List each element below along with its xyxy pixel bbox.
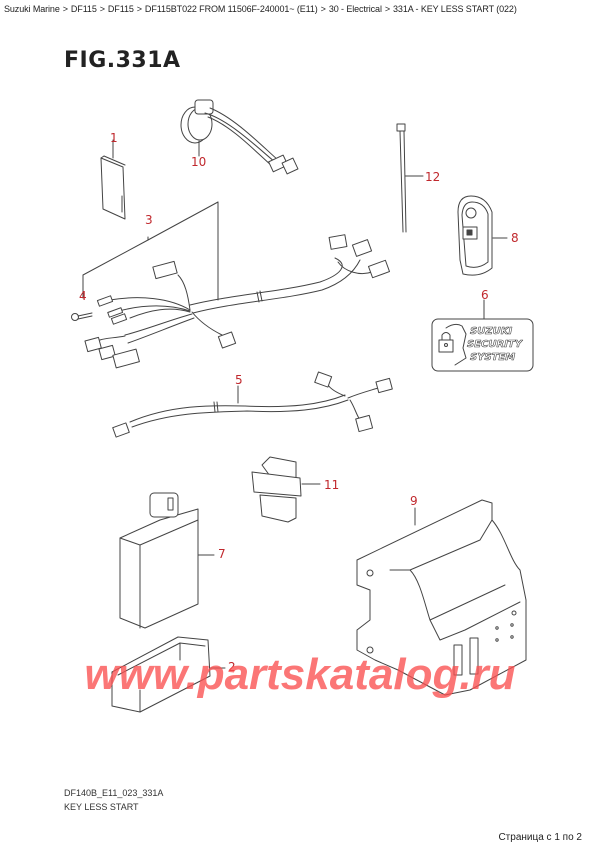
callout-9[interactable]: 9: [410, 494, 418, 508]
label-6-line-1: SUZUKI: [470, 326, 512, 337]
breadcrumb-separator: >: [320, 4, 326, 14]
callout-4[interactable]: 4: [79, 289, 87, 303]
part-2-holder[interactable]: [111, 636, 226, 713]
figure-code: DF140B_E11_023_331A: [64, 788, 164, 798]
breadcrumb-separator: >: [99, 4, 105, 14]
callout-6[interactable]: 6: [481, 288, 489, 302]
breadcrumb-item-df115-2[interactable]: DF115: [107, 4, 134, 14]
callout-11[interactable]: 11: [324, 478, 340, 492]
part-8-key-fob[interactable]: [457, 195, 508, 276]
part-9-bracket[interactable]: [356, 499, 527, 696]
part-10-sensor[interactable]: [180, 99, 299, 175]
breadcrumb-separator: >: [136, 4, 142, 14]
label-6-line-2: SECURITY: [467, 339, 524, 350]
part-1-card[interactable]: [100, 139, 126, 220]
breadcrumb-item-electrical[interactable]: 30 - Electrical: [328, 4, 382, 14]
callout-2[interactable]: 2: [228, 660, 236, 674]
breadcrumb-separator: >: [384, 4, 391, 14]
breadcrumb-item-current: 331A - KEY LESS START (022): [393, 4, 517, 14]
figure-name: KEY LESS START: [64, 802, 139, 812]
breadcrumb: Suzuki Marine>DF115>DF115>DF115BT022 FRO…: [4, 4, 517, 14]
breadcrumb-separator: >: [62, 4, 68, 14]
label-6-line-3: SYSTEM: [470, 352, 515, 363]
callout-8[interactable]: 8: [511, 231, 519, 245]
callout-7[interactable]: 7: [218, 547, 226, 561]
breadcrumb-item-model[interactable]: DF115BT022 FROM 11506F-240001~ (E11): [144, 4, 318, 14]
callout-3[interactable]: 3: [145, 213, 153, 227]
breadcrumb-item-suzuki-marine[interactable]: Suzuki Marine: [4, 4, 60, 14]
callout-12[interactable]: 12: [425, 170, 441, 184]
page-indicator: Страница с 1 по 2: [498, 832, 582, 843]
part-3-main-harness[interactable]: [82, 201, 391, 369]
callout-1[interactable]: 1: [110, 131, 118, 145]
breadcrumb-item-df115[interactable]: DF115: [70, 4, 97, 14]
part-7-control-module[interactable]: [119, 492, 215, 629]
callout-5[interactable]: 5: [235, 373, 243, 387]
part-5-sub-harness[interactable]: [112, 371, 393, 438]
figure-title: FIG.331A: [64, 48, 181, 73]
part-12-cable-tie[interactable]: [396, 123, 424, 233]
part-4-screw[interactable]: [71, 312, 93, 321]
callout-10[interactable]: 10: [191, 155, 207, 169]
part-6-security-label[interactable]: [431, 299, 534, 372]
part-11-relay[interactable]: [251, 456, 321, 523]
